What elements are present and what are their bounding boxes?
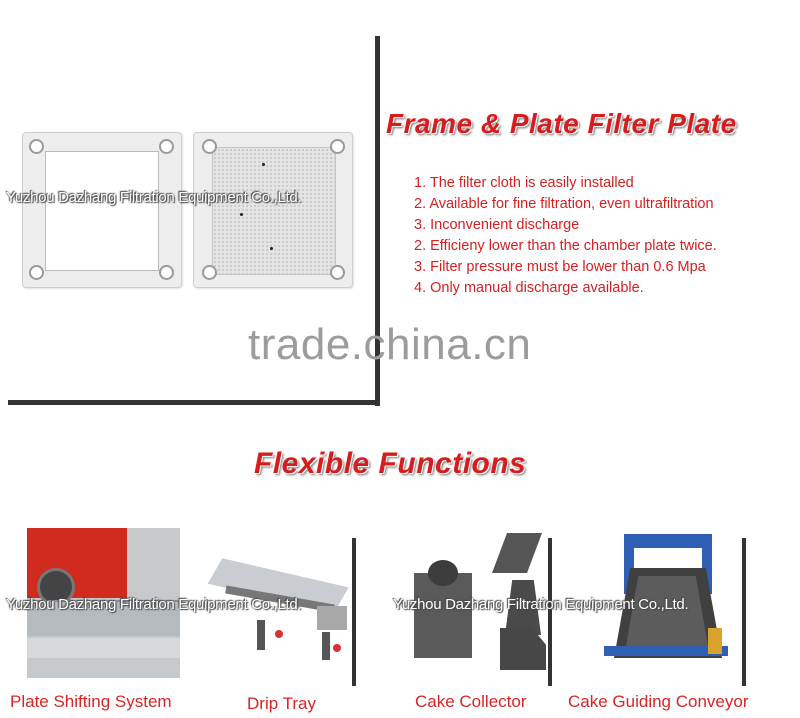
feature-item: 3. Filter pressure must be lower than 0.… bbox=[414, 259, 706, 275]
cake-collector-frame-border bbox=[548, 538, 552, 686]
site-watermark: trade.china.cn bbox=[248, 320, 532, 369]
plate-shifting-system-image bbox=[27, 528, 180, 678]
photo-frame-right-border bbox=[375, 36, 380, 406]
feature-item: 3. Inconvenient discharge bbox=[414, 217, 580, 233]
feature-item: 2. Available for fine filtration, even u… bbox=[414, 196, 714, 212]
section-heading-filter-plate: Frame & Plate Filter Plate bbox=[386, 108, 737, 139]
company-watermark: Yuzhou Dazhang Filtration Equipment Co.,… bbox=[6, 189, 302, 206]
feature-item: 2. Efficieny lower than the chamber plat… bbox=[414, 238, 717, 254]
caption-drip-tray: Drip Tray bbox=[247, 694, 316, 713]
company-watermark: Yuzhou Dazhang Filtration Equipment Co.,… bbox=[393, 596, 689, 613]
drip-tray-frame-border bbox=[352, 538, 356, 686]
caption-plate-shifting-system: Plate Shifting System bbox=[10, 692, 172, 711]
caption-cake-collector: Cake Collector bbox=[415, 692, 527, 711]
conveyor-frame-border bbox=[742, 538, 746, 686]
caption-cake-guiding-conveyor: Cake Guiding Conveyor bbox=[568, 692, 749, 711]
drip-tray-image bbox=[207, 540, 352, 680]
feature-list: 1. The filter cloth is easily installed … bbox=[414, 173, 717, 299]
cake-collector-image bbox=[400, 528, 552, 678]
cake-guiding-conveyor-image bbox=[590, 528, 742, 680]
feature-item: 4. Only manual discharge available. bbox=[414, 280, 644, 296]
section-heading-functions: Flexible Functions bbox=[254, 447, 527, 480]
frame-plate-image bbox=[22, 132, 182, 288]
feature-item: 1. The filter cloth is easily installed bbox=[414, 175, 634, 191]
filter-plate-image bbox=[193, 132, 353, 288]
company-watermark: Yuzhou Dazhang Filtration Equipment Co.,… bbox=[6, 596, 302, 613]
photo-frame-bottom-border bbox=[8, 400, 380, 405]
